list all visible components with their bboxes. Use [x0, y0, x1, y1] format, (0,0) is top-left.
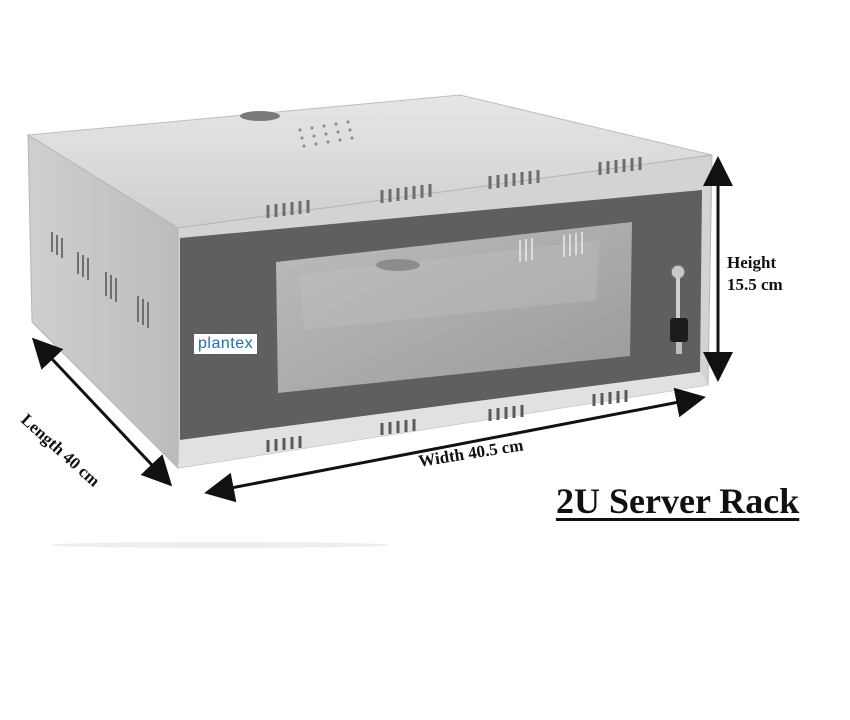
side-vents: [51, 232, 149, 328]
door-lock-icon: [670, 264, 688, 354]
brand-logo: plantex: [194, 334, 258, 354]
rack-cabinet: [26, 94, 713, 470]
product-title: 2U Server Rack: [556, 481, 800, 521]
height-label: Height 15.5 cm: [727, 252, 783, 296]
top-vents: [266, 157, 642, 218]
floor-shadow: [50, 542, 390, 548]
length-arrow: [31, 337, 173, 487]
interior-vent: [519, 232, 583, 262]
dimension-arrows: [31, 156, 733, 503]
interior-cable-hole: [376, 259, 420, 271]
top-perforation: [298, 120, 354, 148]
width-arrow: [204, 387, 706, 503]
height-label-value: 15.5 cm: [727, 275, 783, 294]
height-label-title: Height: [727, 253, 777, 272]
